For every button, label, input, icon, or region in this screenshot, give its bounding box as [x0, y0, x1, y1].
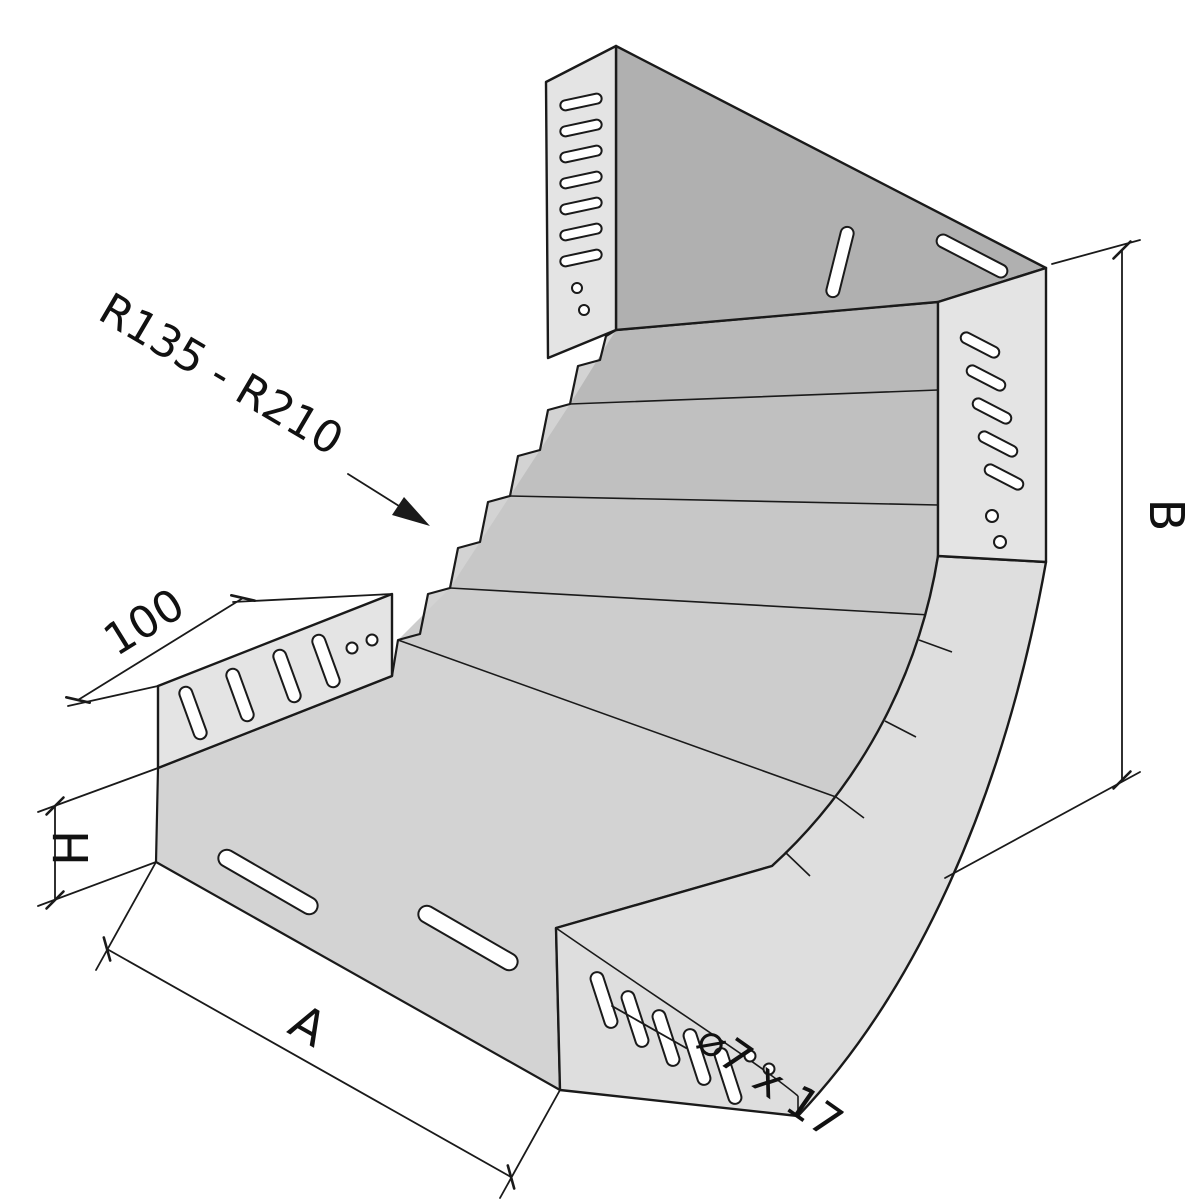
left-rail-slots	[559, 92, 603, 316]
near-rail-top-edge	[555, 927, 799, 1116]
rail-height-label: H	[44, 830, 100, 866]
floor-slots	[217, 848, 519, 972]
bottom-leg-far-rail	[156, 592, 394, 770]
width-label: A	[280, 994, 336, 1059]
bend-outer-band	[554, 554, 1048, 1118]
far-rail-slots	[178, 633, 379, 741]
bend-segment-joints	[784, 639, 953, 877]
facet-crease-lines	[397, 389, 939, 798]
dimension-rail-height: H	[37, 767, 159, 910]
radius-label: R135 - R210	[90, 284, 351, 466]
bend-facet-1	[570, 302, 938, 404]
right-rail-slots	[959, 331, 1025, 549]
bend-height-label: B	[1138, 499, 1194, 532]
tray-part	[154, 44, 1048, 1118]
bend-facet-2	[510, 390, 938, 505]
back-wall-slots	[825, 225, 1009, 299]
bend-facet-4	[398, 588, 930, 797]
dimension-radius: R135 - R210	[90, 284, 430, 526]
bend-facet-3	[450, 496, 938, 615]
dimension-bend-height: B	[944, 239, 1194, 879]
end-length-label: 100	[95, 579, 193, 667]
radius-arrowhead	[392, 497, 430, 526]
